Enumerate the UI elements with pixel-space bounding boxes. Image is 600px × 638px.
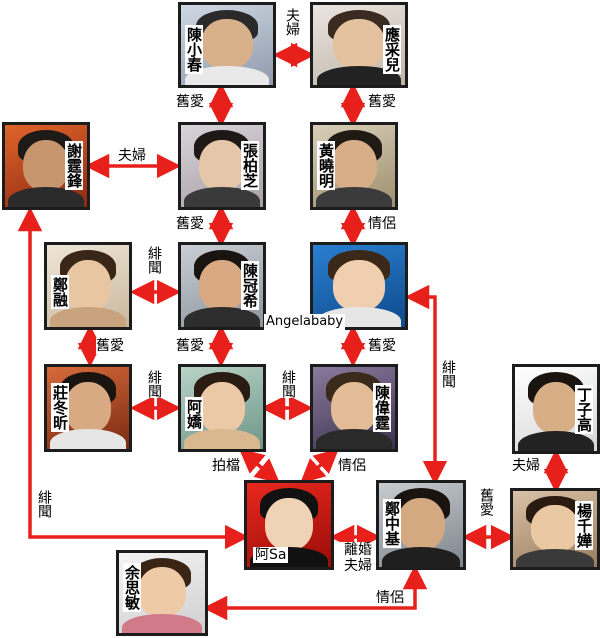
arrow-gillian-sa — [238, 448, 281, 484]
relation-label: 舊愛 — [478, 488, 494, 516]
name-label-angelababy: Angelababy — [264, 314, 346, 330]
relation-label: 舊愛 — [176, 338, 204, 354]
relation-label: 夫婦 — [512, 458, 540, 474]
relation-label: 緋聞 — [280, 370, 296, 398]
relation-label: 拍檔 — [212, 458, 240, 474]
name-label: 張柏芝 — [241, 141, 259, 190]
name-label: 丁子高 — [575, 385, 593, 434]
relation-label: 緋聞 — [440, 360, 456, 388]
node-patrick-tang: 鄭中基 — [376, 480, 466, 570]
node-edison-chen: 陳冠希 — [178, 242, 266, 330]
arrow-tse-sa — [17, 206, 250, 550]
node-huang-xiaoming: 黃曉明 — [310, 122, 398, 210]
relation-label: 舊愛 — [96, 338, 124, 354]
name-label: 莊冬昕 — [51, 383, 69, 432]
name-label: 楊千嬅 — [575, 501, 593, 550]
relation-label: 夫婦 — [118, 148, 146, 164]
relation-label: 舊愛 — [176, 216, 204, 232]
name-label: 陳偉霆 — [373, 383, 391, 432]
relation-label: 舊愛 — [368, 94, 396, 110]
relation-label: 緋聞 — [146, 370, 162, 398]
name-label: 謝霆鋒 — [65, 141, 83, 190]
node-ying-choi-yee: 應采兒 — [310, 2, 408, 88]
node-miriam-yeung: 楊千嬅 — [510, 488, 600, 570]
name-label: 陳冠希 — [241, 261, 259, 310]
name-label: 陳小春 — [185, 25, 203, 74]
node-gillian-chung: 阿嬌 — [178, 364, 266, 452]
name-label: 阿Sa — [253, 547, 289, 563]
relation-label: 情侶 — [368, 216, 396, 232]
arrow-yu-patrick — [202, 564, 428, 621]
node-chong-tung-yan: 莊冬昕 — [44, 364, 132, 452]
node-theresa-fu: 鄭融 — [44, 242, 132, 330]
name-label: 阿嬌 — [185, 397, 203, 431]
node-cecilia-cheung: 張柏芝 — [178, 122, 266, 210]
relation-label: 舊愛 — [368, 338, 396, 354]
node-charlene-choi: 阿Sa — [244, 480, 334, 570]
node-ding-zigao: 丁子高 — [512, 364, 600, 454]
arrow-william-sa — [300, 448, 339, 484]
relation-label: 夫婦 — [284, 8, 300, 36]
node-yu-si-min: 余思敏 — [116, 550, 208, 636]
node-nicholas-tse: 謝霆鋒 — [2, 122, 90, 210]
relation-label: 情侶 — [338, 458, 366, 474]
relation-label: 舊愛 — [176, 94, 204, 110]
relation-label: 情侶 — [376, 590, 404, 606]
arrow-angela-patrick — [404, 284, 448, 486]
name-label: 鄭融 — [51, 275, 69, 309]
name-label: 應采兒 — [383, 25, 401, 74]
name-label: 黃曉明 — [317, 141, 335, 190]
relation-label: 緋聞 — [36, 490, 52, 518]
node-chan-siu-chun: 陳小春 — [178, 2, 276, 88]
node-angelababy — [310, 242, 408, 330]
node-william-chan: 陳偉霆 — [310, 364, 398, 452]
name-label: 余思敏 — [123, 563, 141, 612]
relation-label: 緋聞 — [146, 246, 162, 274]
relation-label: 離婚夫婦 — [340, 542, 376, 582]
name-label: 鄭中基 — [383, 499, 401, 548]
